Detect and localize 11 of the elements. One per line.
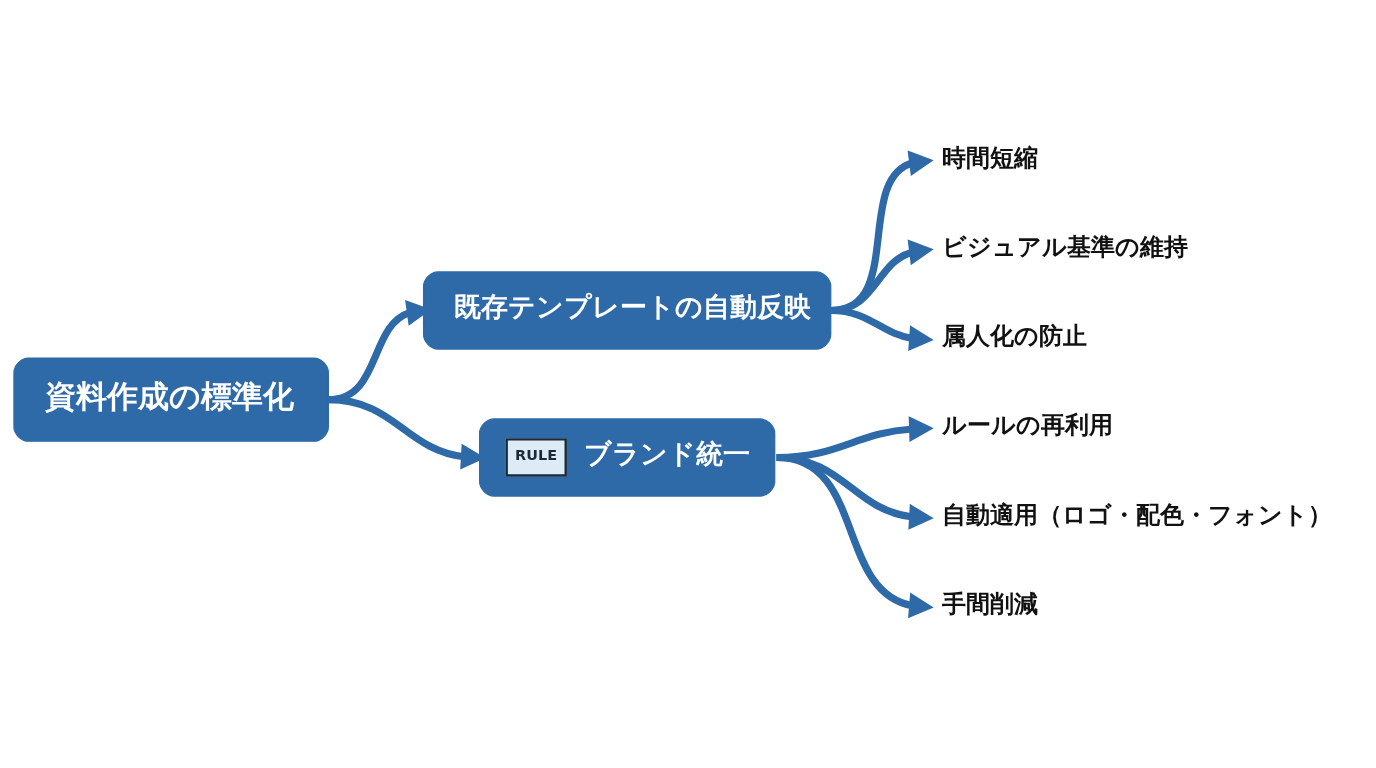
node-box: 資料作成の標準化 <box>13 357 329 442</box>
node-text: ルールの再利用 <box>941 411 1113 440</box>
node-text: 自動適用（ロゴ・配色・フォント） <box>941 500 1332 529</box>
node-box: RULE ブランド統一 <box>478 418 776 497</box>
node-box: 既存テンプレートの自動反映 <box>422 271 832 350</box>
arrow <box>830 306 934 352</box>
arrow <box>776 453 934 619</box>
node-text: 時間短縮 <box>941 143 1038 172</box>
node-text: 手間削減 <box>941 589 1038 618</box>
node-text: ビジュアル基準の維持 <box>941 233 1188 262</box>
node-text: 属人化の防止 <box>941 322 1087 351</box>
